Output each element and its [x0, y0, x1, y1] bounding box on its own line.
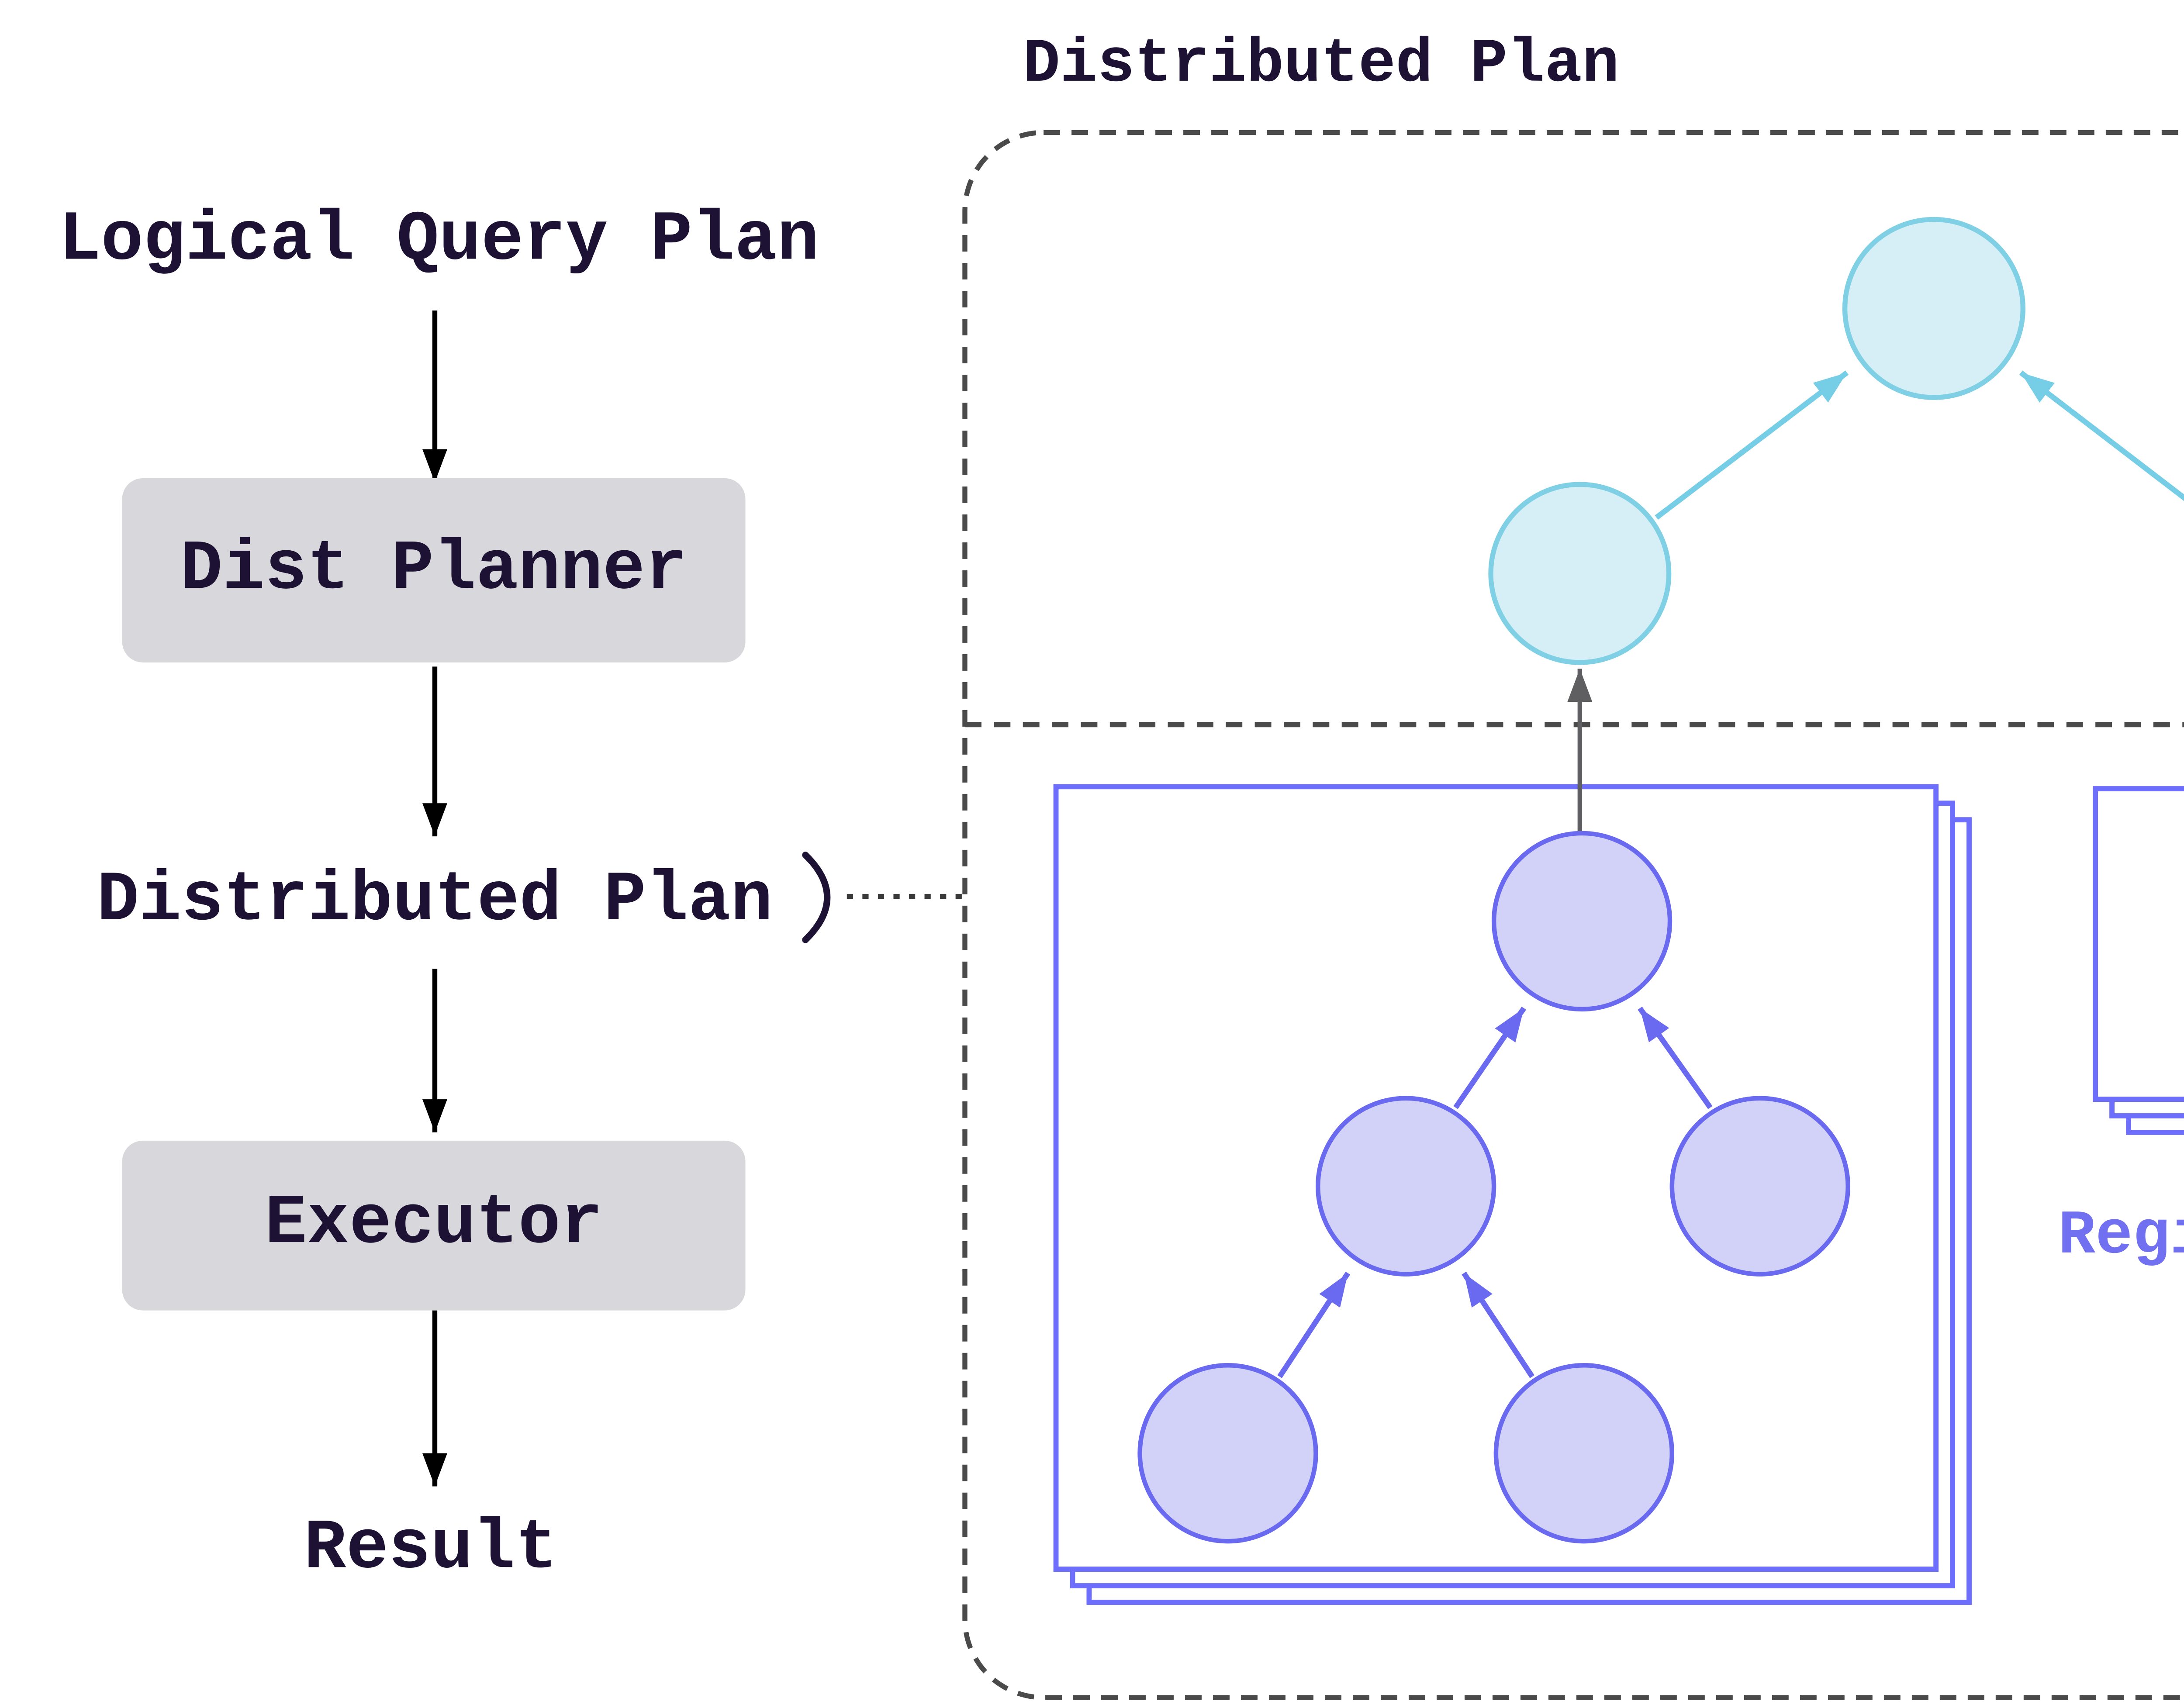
arrow-botleft-to-midleft — [1277, 1271, 1351, 1378]
datanode-botleft-node — [1137, 1363, 1318, 1544]
frontend-root-node — [1842, 217, 2025, 400]
executor-box: Executor — [122, 1140, 746, 1311]
result-label: Result — [304, 1511, 558, 1590]
datanode-midright-node — [1669, 1096, 1850, 1277]
executor-label: Executor — [265, 1186, 603, 1265]
dist-planner-box: Dist Planner — [122, 478, 746, 662]
arrow-midleft-to-root — [1453, 1007, 1526, 1109]
datanode-midleft-node — [1315, 1096, 1496, 1277]
distributed-plan-label: Distributed Plan — [97, 863, 773, 942]
datanode-root-node — [1491, 831, 1673, 1012]
regions-label: Regions — [2058, 1203, 2184, 1273]
arrow-midright-to-root — [1638, 1006, 1713, 1109]
frontend-left-node — [1488, 482, 1672, 665]
distributed-plan-container — [962, 130, 2184, 1700]
distributed-plan-title: Distributed Plan — [1023, 31, 1620, 102]
frontend-tree — [1488, 217, 2184, 665]
brace-connector — [802, 852, 831, 943]
arrow-frontend-right-to-root — [2019, 370, 2184, 501]
datanode-tree — [1137, 831, 1850, 1544]
region-stack-right — [2093, 786, 2184, 1135]
logical-query-plan-label: Logical Query Plan — [59, 203, 819, 282]
arrow-frontend-left-to-root — [1655, 370, 1849, 520]
dist-planner-label: Dist Planner — [180, 531, 688, 610]
region-box-front — [2093, 786, 2184, 1102]
arrow-botmid-to-midleft — [1462, 1271, 1534, 1378]
datanode-botmid-node — [1493, 1363, 1675, 1544]
